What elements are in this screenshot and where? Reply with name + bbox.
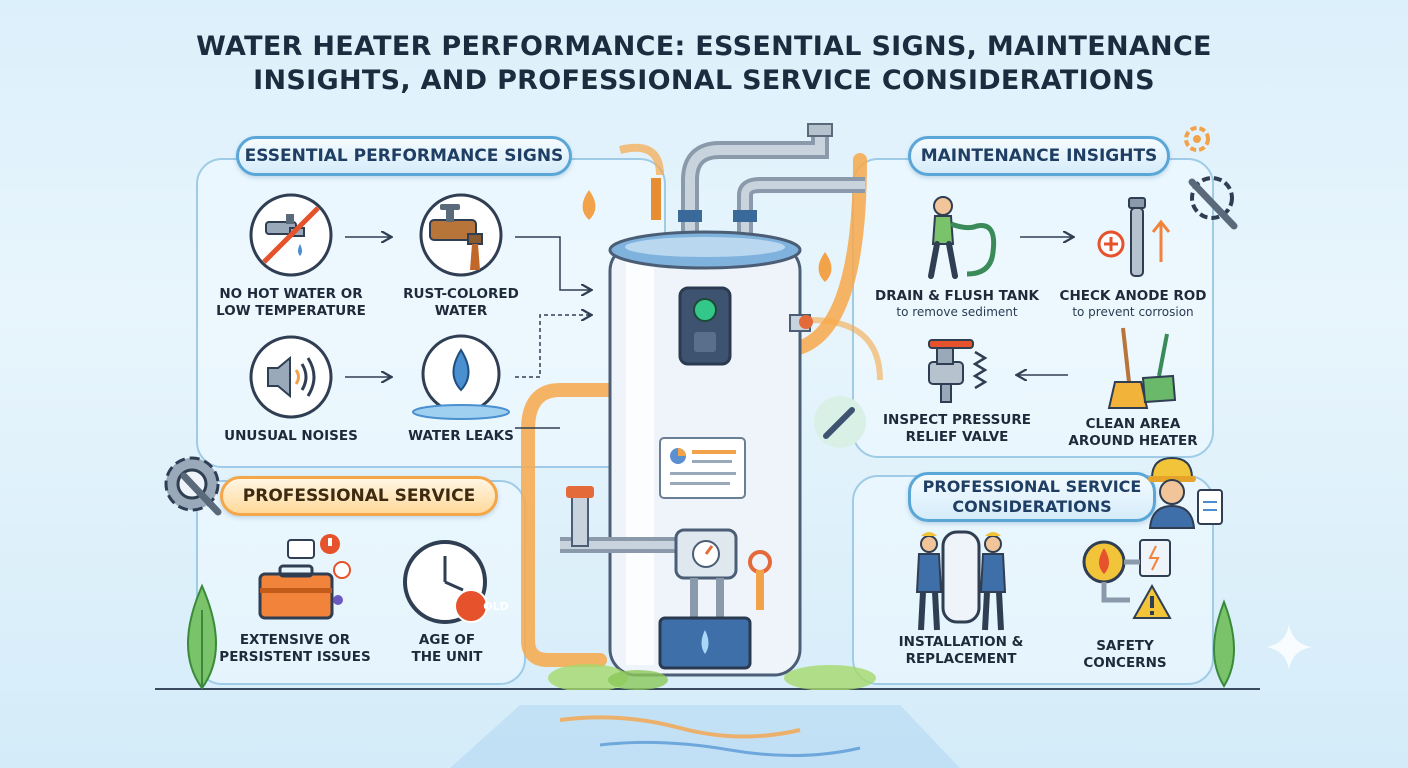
sign-leaks-line1: Water leaks	[408, 428, 514, 444]
sign-noises-line1: Unusual noises	[224, 428, 358, 444]
rusty-faucet-icon	[419, 193, 503, 277]
sign-no-hot-water: No hot water or low temperature	[206, 190, 376, 320]
no-hot-water-icon	[249, 193, 333, 277]
considerations-heading: Professional Service Considerations	[908, 472, 1156, 522]
plant-left-icon	[187, 583, 217, 690]
considerations-heading-line1: Professional Service	[922, 477, 1142, 496]
professional-heading: Professional Service	[220, 476, 498, 516]
speaker-icon	[249, 335, 333, 419]
maint-drain-line1: Drain & flush tank	[875, 288, 1039, 304]
considerations-heading-line2: Considerations	[952, 497, 1112, 516]
maint-pressure-valve: Inspect pressure relief valve	[872, 336, 1042, 446]
cons-safety-line2: concerns	[1083, 655, 1167, 671]
cons-safety: Safety concerns	[1040, 530, 1210, 672]
page-title: Water Heater Performance: Essential Sign…	[100, 30, 1308, 98]
wrench-icon	[814, 396, 866, 448]
toolbox-icon	[258, 534, 351, 620]
valve-icon	[928, 339, 988, 403]
drop-icon-right	[818, 252, 832, 282]
maint-anode-rod: Check anode rod to prevent corrosion	[1048, 192, 1218, 320]
cons-install-line2: replacement	[905, 651, 1017, 667]
sign-rust-line2: water	[434, 303, 488, 319]
wrench-gear-icon	[1188, 176, 1238, 230]
title-line-1: Water Heater Performance: Essential Sign…	[196, 31, 1212, 62]
installers-icon	[915, 530, 1007, 631]
maint-anode-line1: Check anode rod	[1059, 288, 1207, 304]
safety-icon	[1082, 539, 1172, 619]
gear-icon	[1184, 126, 1210, 152]
title-line-2: Insights, and Professional Service Consi…	[253, 65, 1155, 96]
maint-valve-line2: relief valve	[905, 429, 1009, 445]
maint-drain-flush: Drain & flush tank to remove sediment	[872, 192, 1042, 320]
hardhat-worker-icon	[1148, 456, 1223, 529]
bush-right-icon	[784, 665, 876, 690]
bush-icon	[548, 664, 668, 690]
pro-age-line1: Age of	[418, 632, 476, 648]
pro-age-line2: the unit	[411, 649, 483, 665]
pro-extensive-issues: Extensive or persistent issues	[210, 530, 380, 666]
old-badge-text: OLD	[483, 600, 509, 613]
water-heater-illustration	[560, 123, 865, 677]
pro-extensive-line1: Extensive or	[239, 632, 351, 648]
water-drop-icon	[412, 334, 510, 420]
sign-no-hot-water-line2: low temperature	[216, 303, 366, 319]
maint-clean-area: Clean area around heater	[1048, 322, 1218, 450]
sign-rust-colored: Rust-colored water	[376, 190, 546, 320]
signs-heading: Essential Performance Signs	[236, 136, 572, 176]
sparkle-icon	[1266, 624, 1312, 670]
maintenance-heading: Maintenance Insights	[908, 136, 1170, 176]
maint-anode-sub: to prevent corrosion	[1072, 305, 1194, 319]
maint-clean-line2: around heater	[1068, 433, 1198, 449]
plant-right-icon	[1213, 599, 1235, 688]
sign-water-leaks: Water leaks	[376, 332, 546, 445]
sign-unusual-noises: Unusual noises	[206, 332, 376, 445]
pro-extensive-line2: persistent issues	[219, 649, 371, 665]
maint-clean-line1: Clean area	[1085, 416, 1181, 432]
sign-no-hot-water-line1: No hot water or	[219, 286, 363, 302]
pro-age-of-unit: OLD Age of the unit	[362, 538, 532, 666]
drop-icon-left	[582, 190, 596, 220]
maint-valve-line1: Inspect pressure	[883, 412, 1031, 428]
broom-icon	[1107, 327, 1177, 409]
cons-install-line1: Installation &	[898, 634, 1024, 650]
hose-worker-icon	[928, 196, 997, 279]
clock-icon	[403, 540, 488, 624]
cons-installation: Installation & replacement	[876, 522, 1046, 668]
maint-drain-sub: to remove sediment	[896, 305, 1018, 319]
gear-wrench-icon	[164, 456, 222, 516]
cons-safety-line1: Safety	[1096, 638, 1154, 654]
sign-rust-line1: Rust-colored	[403, 286, 519, 302]
anode-rod-icon	[1097, 197, 1171, 277]
